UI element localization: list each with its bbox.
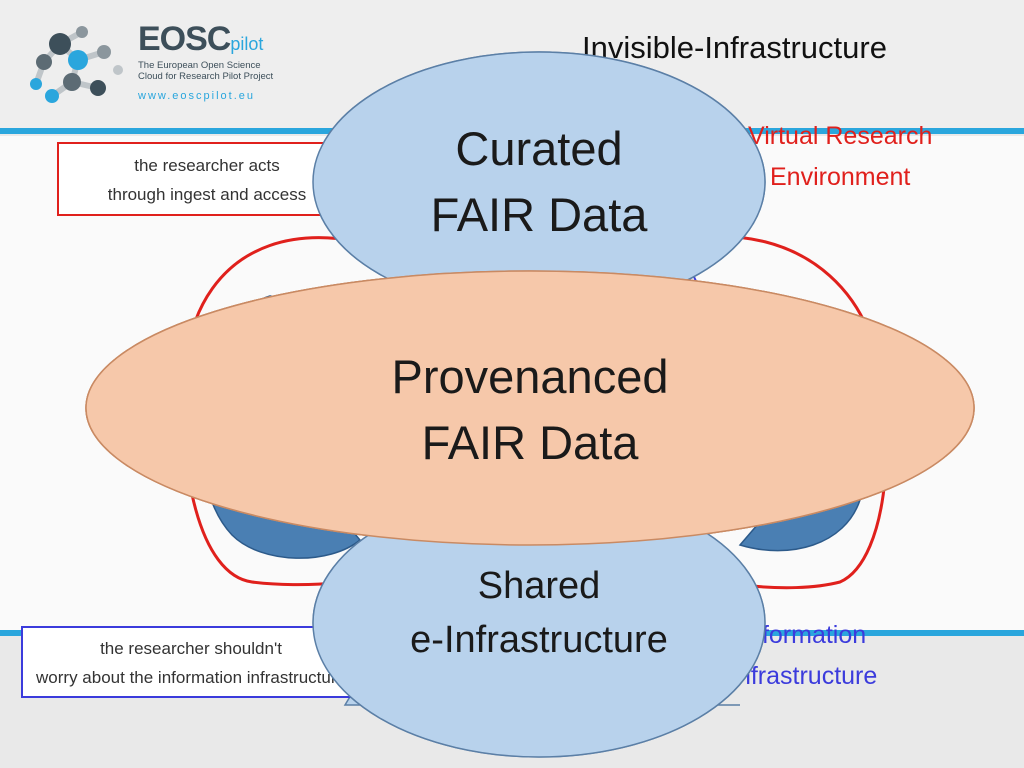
researcher-worry-callout: the researcher shouldn't worry about the… [21,626,361,698]
logo-url: www.eoscpilot.eu [138,90,255,102]
provenanced-fair-data-text: Provenanced FAIR Data [391,350,669,469]
logo-tagline: The European Open Science Cloud for Rese… [138,60,274,82]
molecule-icon [30,26,123,103]
curated-fair-data-text: Curated FAIR Data [430,122,648,241]
researcher-acts-callout: the researcher acts through ingest and a… [57,142,357,216]
logo-wordmark: EOSCpilot [138,20,264,58]
information-infrastructure-label: Information Infrastructure [730,621,878,690]
shared-e-infrastructure-text: Shared e-Infrastructure [410,565,668,661]
eoscpilot-logo: EOSCpilot The European Open Science Clou… [22,20,273,112]
vre-label: Virtual Research Environment [748,122,933,191]
